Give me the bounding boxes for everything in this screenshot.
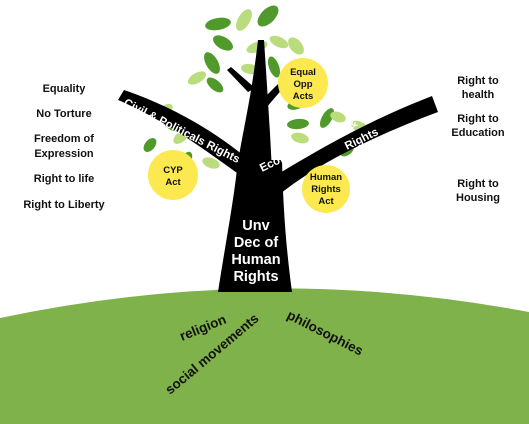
fruit-label-line: Human — [310, 172, 342, 183]
trunk-label-line: Rights — [233, 269, 278, 285]
leaf — [187, 71, 207, 85]
trunk-label-line: Unv — [242, 218, 269, 234]
right-item-education-line2: Education — [451, 127, 504, 139]
right-item-no-torture: No Torture — [36, 108, 91, 120]
leaf — [257, 5, 279, 27]
fruit-label-line: Acts — [293, 91, 314, 102]
right-item-freedom-of-expression-line2: Expression — [34, 148, 94, 160]
right-item-freedom-of-expression: Freedom of — [34, 133, 94, 145]
right-item-housing: Right to — [457, 178, 499, 190]
leaf — [287, 118, 309, 130]
leaf — [291, 132, 309, 144]
right-rights-list: Right to health Right to Education Right… — [451, 75, 504, 204]
fruit-label-line: Act — [318, 196, 334, 207]
fruit-label-line: CYP — [163, 165, 183, 176]
fruit-equal-opp-acts: Equal Opp Acts — [278, 58, 328, 108]
fruit-circle — [302, 165, 350, 213]
right-item-right-to-liberty: Right to Liberty — [23, 199, 105, 211]
leaf — [205, 17, 231, 31]
fruit-label-line: Opp — [294, 79, 313, 90]
fruit-human-rights-act: Human Rights Act — [302, 165, 350, 213]
leaf — [236, 9, 252, 31]
right-item-health: Right to — [457, 75, 499, 87]
leaf — [320, 108, 334, 128]
right-item-right-to-life: Right to life — [34, 173, 95, 185]
fruit-label-line: Equal — [290, 67, 316, 78]
trunk-label: Unv Dec of Human Rights — [231, 218, 280, 285]
trunk-label-line: Human — [231, 252, 280, 268]
leaf — [213, 35, 233, 51]
leaf — [288, 37, 304, 55]
leaf — [206, 77, 224, 93]
right-item-housing-line2: Housing — [456, 192, 500, 204]
leaf — [267, 56, 281, 78]
tree-trunk — [218, 160, 292, 292]
tree-left-branch — [118, 90, 256, 178]
tree-upper-trunk — [237, 40, 272, 172]
tree-twig — [227, 67, 255, 92]
trunk-label-line: Dec of — [234, 235, 278, 251]
fruit-label-line: Act — [165, 177, 181, 188]
left-rights-list: Equality No Torture Freedom of Expressio… — [23, 83, 105, 211]
fruit-cyp-act: CYP Act — [148, 150, 198, 200]
fruit-label-line: Rights — [311, 184, 341, 195]
fruit-circle — [278, 58, 328, 108]
leaf — [330, 111, 346, 123]
leaf — [204, 52, 220, 74]
right-item-equality: Equality — [43, 83, 87, 95]
ground-hill — [0, 288, 529, 424]
leaf — [202, 157, 220, 169]
fruit-circle — [148, 150, 198, 200]
right-item-health-line2: health — [462, 89, 495, 101]
right-item-education: Right to — [457, 113, 499, 125]
leaf — [143, 138, 157, 152]
tree-right-branch — [264, 96, 438, 194]
leaf — [269, 35, 289, 49]
